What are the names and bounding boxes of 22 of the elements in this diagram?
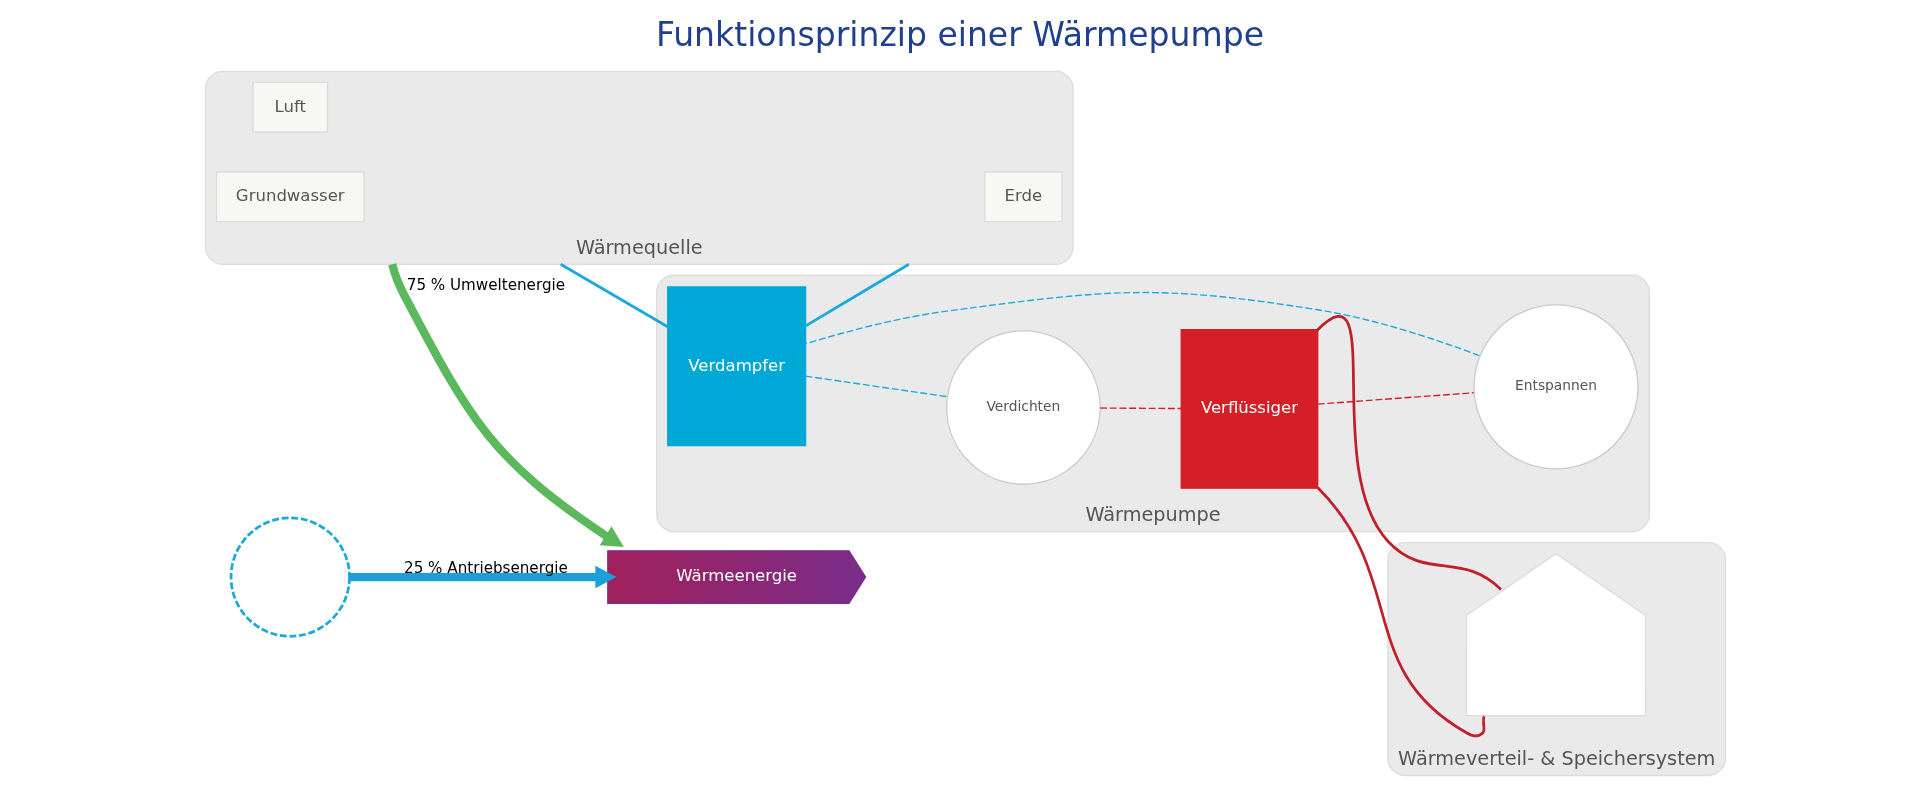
cluster: Wärmeverteil- & Speichersystem xyxy=(1387,541,1727,777)
node-box: Verflüssiger xyxy=(1180,329,1319,489)
node-box: Grundwasser xyxy=(215,171,365,223)
arrow xyxy=(388,263,624,547)
connector xyxy=(1317,392,1475,405)
node-box: Luft xyxy=(252,81,329,133)
node-box: Erde xyxy=(984,171,1063,223)
diagram-title: Funktionsprinzip einer Wärmepumpe xyxy=(655,14,1265,54)
node-circle xyxy=(229,516,351,638)
connector xyxy=(1099,407,1182,410)
node-circle: Verdichten xyxy=(945,330,1101,485)
edge-label: 75 % Umweltenergie xyxy=(406,276,566,295)
node-box: Verdampfer xyxy=(667,286,807,447)
connector xyxy=(805,375,949,398)
connector xyxy=(805,291,1480,357)
arrow xyxy=(349,565,617,589)
node-house xyxy=(1465,552,1647,717)
connector xyxy=(1316,315,1502,591)
edge-label: 25 % Antriebsenergie xyxy=(404,558,568,577)
connector xyxy=(805,263,910,328)
node-circle: Entspannen xyxy=(1473,304,1639,470)
connector xyxy=(559,263,669,328)
